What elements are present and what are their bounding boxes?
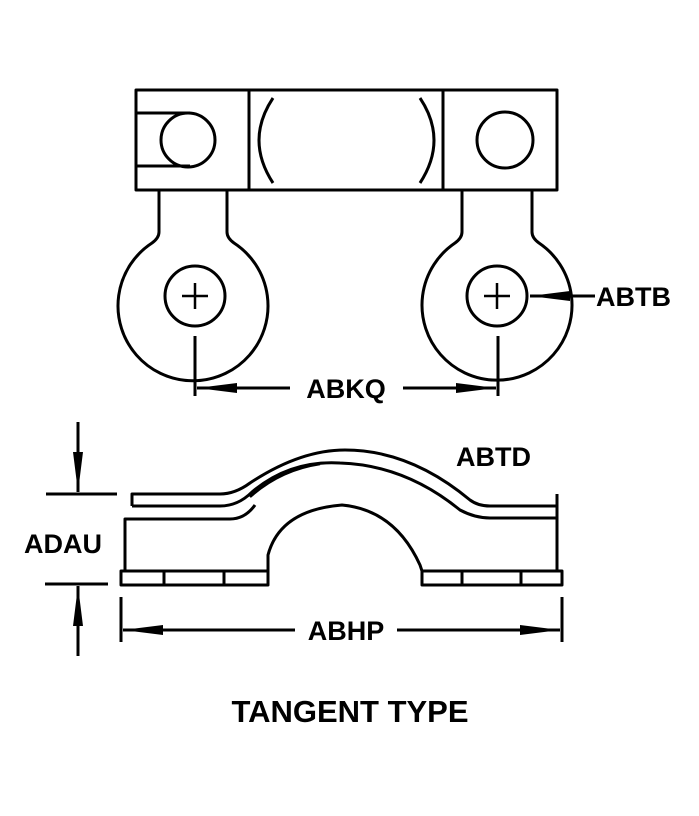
strap-top xyxy=(130,448,559,508)
strap-bottom xyxy=(132,461,559,520)
left-lug xyxy=(116,190,270,383)
right-foot xyxy=(420,569,564,587)
arch-opening xyxy=(266,503,424,572)
left-arc xyxy=(257,97,275,184)
diagram-title: TANGENT TYPE xyxy=(231,694,468,729)
clamp-top-block xyxy=(134,88,559,192)
left-lug-hole xyxy=(163,264,227,328)
right-bolt-hole xyxy=(475,110,535,170)
label-abhp: ABHP xyxy=(308,616,385,646)
label-abtd: ABTD xyxy=(456,442,531,472)
left-bolt-hole xyxy=(159,111,217,169)
body-outline xyxy=(123,504,559,572)
side-view: ABTD ADAU ABHP xyxy=(24,422,564,656)
right-arc xyxy=(418,97,436,184)
label-abtb: ABTB xyxy=(596,282,671,312)
label-abkq: ABKQ xyxy=(306,374,386,404)
label-adau: ADAU xyxy=(24,529,102,559)
left-foot xyxy=(119,569,270,587)
top-view: ABTB ABKQ xyxy=(116,88,671,404)
right-lug-hole xyxy=(465,264,529,328)
